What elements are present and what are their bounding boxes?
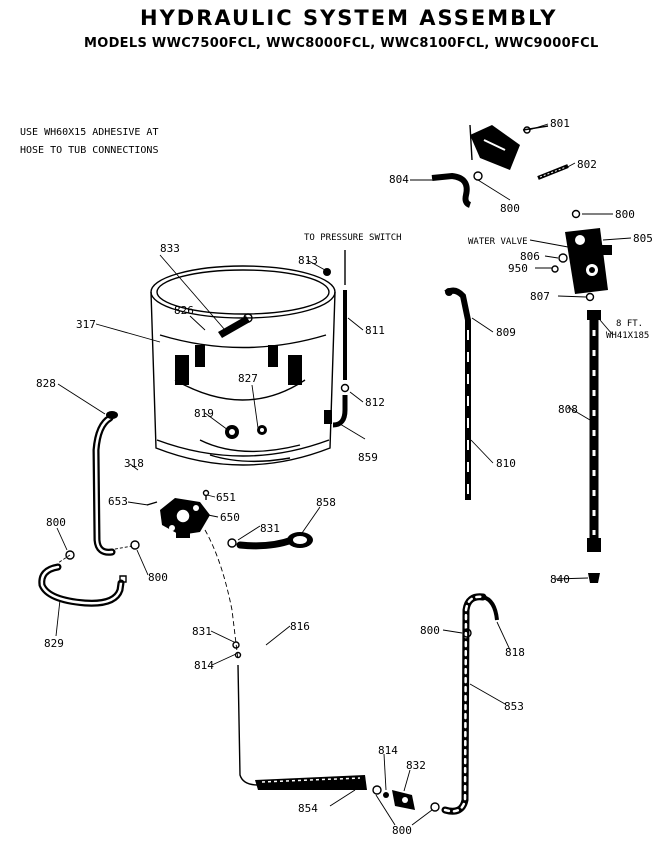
water-valve — [551, 228, 612, 302]
callout-651: 651 — [216, 491, 236, 504]
leader-lines — [55, 123, 632, 826]
callout-813: 813 — [298, 254, 318, 267]
callout-800-left: 800 — [46, 516, 66, 529]
pressure-switch-note: TO PRESSURE SWITCH — [304, 233, 402, 243]
callout-800-pump: 800 — [148, 571, 168, 584]
callout-317: 317 — [76, 318, 96, 331]
callout-800-top: 800 — [500, 202, 520, 215]
part-callouts: 801 802 804 800 800 805 806 950 807 808 … — [36, 117, 653, 837]
pump-inlet-hose — [65, 411, 118, 560]
callout-806: 806 — [520, 250, 540, 263]
callout-650: 650 — [220, 511, 240, 524]
callout-818: 818 — [505, 646, 525, 659]
callout-833: 833 — [160, 242, 180, 255]
models-line: MODELS WWC7500FCL, WWC8000FCL, WWC8100FC… — [84, 36, 599, 51]
pressure-switch-hose — [323, 250, 350, 428]
callout-819: 819 — [194, 407, 214, 420]
callout-802: 802 — [577, 158, 597, 171]
adhesive-note-line-2: HOSE TO TUB CONNECTIONS — [20, 145, 159, 156]
fill-hose-808 — [587, 310, 601, 583]
fill-hose-809 — [444, 287, 471, 500]
callout-840: 840 — [550, 573, 570, 586]
outlet-hose — [441, 593, 499, 815]
callout-812: 812 — [365, 396, 385, 409]
callout-814-a: 814 — [194, 659, 214, 672]
callout-854: 854 — [298, 802, 318, 815]
recirculation-hose — [38, 563, 127, 607]
callout-816: 816 — [290, 620, 310, 633]
adhesive-note-line-1: USE WH60X15 ADHESIVE AT — [20, 127, 159, 138]
drain-hose-short — [227, 532, 313, 550]
screw-802 — [537, 164, 581, 219]
callout-810: 810 — [496, 457, 516, 470]
callout-814-b: 814 — [378, 744, 398, 757]
callout-832: 832 — [406, 759, 426, 772]
callout-809: 809 — [496, 326, 516, 339]
callout-318: 318 — [124, 457, 144, 470]
callout-653: 653 — [108, 495, 128, 508]
callout-800-bottom: 800 — [392, 824, 412, 837]
callout-831-b: 831 — [192, 625, 212, 638]
callout-808: 808 — [558, 403, 578, 416]
callout-826: 826 — [174, 304, 194, 317]
outer-tub — [150, 265, 336, 466]
callout-811: 811 — [365, 324, 385, 337]
drain-hose-long — [204, 529, 367, 790]
callout-831-a: 831 — [260, 522, 280, 535]
callout-800-right: 800 — [420, 624, 440, 637]
callout-858: 858 — [316, 496, 336, 509]
callout-801: 801 — [550, 117, 570, 130]
hose-length-note-2: WH41X185 — [606, 331, 649, 341]
water-valve-label: WATER VALVE — [468, 237, 528, 247]
callout-807: 807 — [530, 290, 550, 303]
drain-pump — [130, 489, 210, 550]
callout-805: 805 — [633, 232, 653, 245]
callout-827: 827 — [238, 372, 258, 385]
callout-804: 804 — [389, 173, 409, 186]
callout-800-valve: 800 — [615, 208, 635, 221]
callout-829: 829 — [44, 637, 64, 650]
bottom-connector — [372, 785, 440, 812]
callout-828: 828 — [36, 377, 56, 390]
diagram-title: HYDRAULIC SYSTEM ASSEMBLY — [140, 6, 558, 30]
tub-fill-spout — [218, 313, 253, 338]
inlet-bracket — [469, 124, 549, 170]
callout-859: 859 — [358, 451, 378, 464]
hose-length-note-1: 8 FT. — [616, 319, 643, 329]
callout-853: 853 — [504, 700, 524, 713]
callout-950: 950 — [508, 262, 528, 275]
inlet-hose-804 — [431, 171, 483, 208]
